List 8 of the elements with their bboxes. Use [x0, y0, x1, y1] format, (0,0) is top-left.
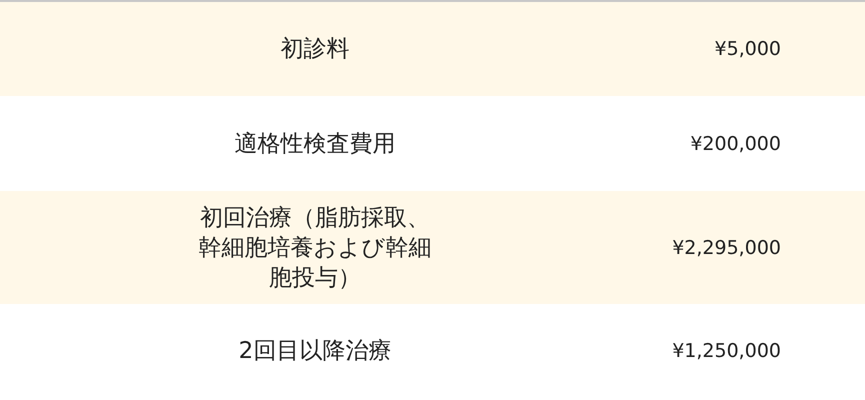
price-text: ¥200,000 — [690, 132, 781, 154]
price-text: ¥1,250,000 — [672, 340, 781, 362]
price-text: ¥2,295,000 — [672, 236, 781, 258]
price-text: ¥5,000 — [714, 38, 781, 60]
treatment-name: 適格性検査費用 — [234, 130, 396, 158]
treatment-name: 初回治療（脂肪採取、幹細胞培養および幹細胞投与） — [198, 204, 432, 292]
treatment-name: 2回目以降治療 — [238, 337, 392, 366]
treatment-name: 初診料 — [280, 35, 350, 64]
